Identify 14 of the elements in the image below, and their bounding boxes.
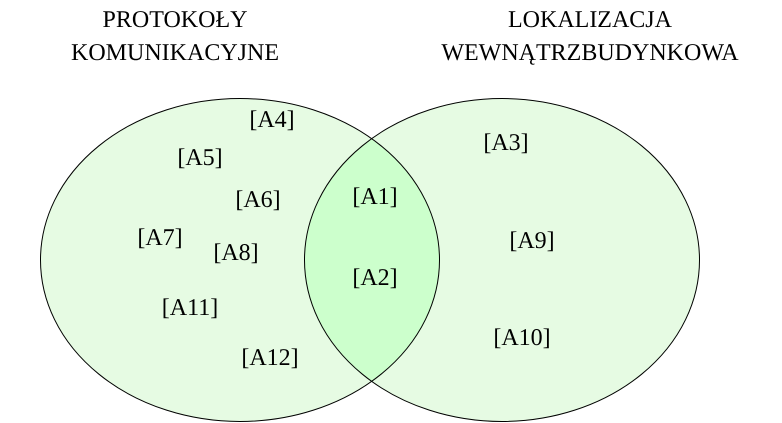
set-item-label: [A10] bbox=[493, 325, 551, 351]
set-item-label: [A7] bbox=[137, 225, 183, 251]
set-item-label: [A9] bbox=[509, 228, 555, 254]
set-item-label: [A8] bbox=[213, 240, 259, 266]
set-item-label: [A5] bbox=[177, 145, 223, 171]
set-item-label: [A1] bbox=[352, 184, 398, 210]
set-item-label: [A2] bbox=[352, 265, 398, 291]
set-heading: PROTOKOŁY KOMUNIKACYJNE bbox=[70, 6, 280, 68]
set-item-label: [A12] bbox=[241, 345, 299, 371]
set-item-label: [A6] bbox=[235, 187, 281, 213]
set-heading: LOKALIZACJA WEWNĄTRZBUDYNKOWA bbox=[440, 6, 740, 68]
set-item-label: [A4] bbox=[249, 107, 295, 133]
set-item-label: [A3] bbox=[483, 130, 529, 156]
set-item-label: [A11] bbox=[162, 295, 218, 321]
